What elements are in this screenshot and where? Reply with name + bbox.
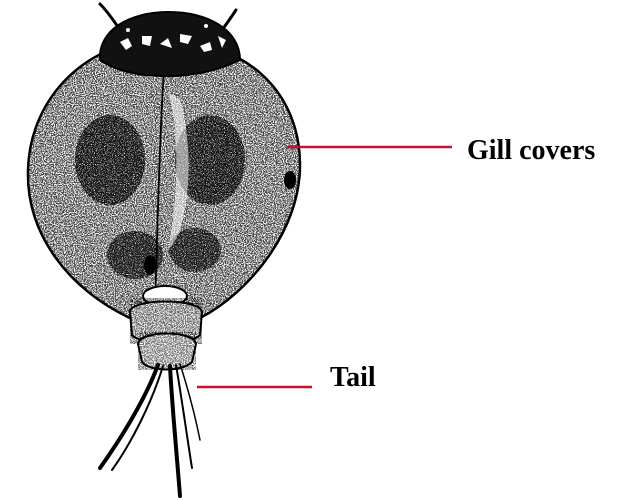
head xyxy=(100,12,240,76)
tail-label: Tail xyxy=(330,364,376,392)
gill-covers-label: Gill covers xyxy=(467,137,595,165)
abdomen xyxy=(130,286,202,370)
tail-filaments xyxy=(100,364,200,496)
carapace xyxy=(20,35,310,325)
antenna-right xyxy=(222,10,236,30)
